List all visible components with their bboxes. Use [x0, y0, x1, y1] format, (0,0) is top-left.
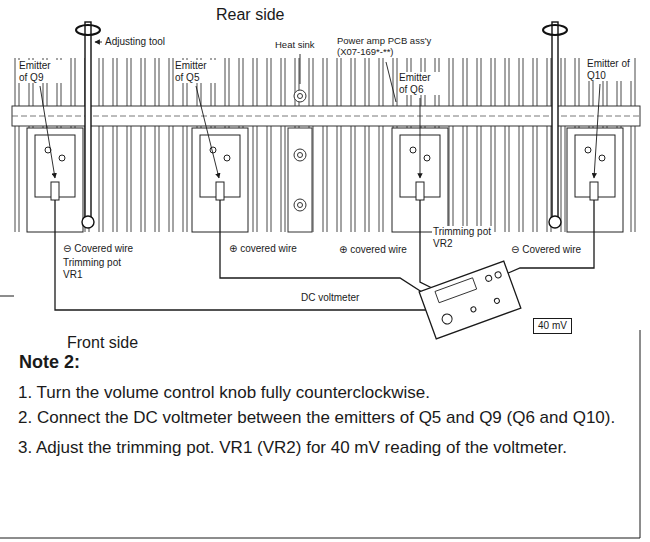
part-label: Adjusting tool	[104, 36, 166, 48]
pot-label: Trimming pot VR2	[432, 226, 494, 249]
note-frame	[0, 296, 640, 538]
value-box: 40 mV	[533, 318, 572, 334]
wire-label: ⊖ Covered wire	[62, 243, 134, 255]
heat-sink-fins	[12, 58, 640, 232]
side-label: Front side	[66, 334, 139, 352]
pot-label: Trimming pot VR1	[62, 257, 134, 280]
part-label: Power amp PCB ass'y (X07-169*-**)	[336, 36, 446, 58]
mount-screws	[288, 90, 312, 232]
heat-sink-base	[12, 106, 640, 126]
wire-label: ⊕ covered wire	[228, 243, 298, 255]
meter-label: DC voltmeter	[300, 292, 360, 304]
emitter-label: Emitter of Q9	[18, 60, 62, 83]
wire-label: ⊖ Covered wire	[510, 244, 582, 256]
wire-label: ⊕ covered wire	[338, 244, 408, 256]
adjusting-tool	[76, 22, 567, 228]
note-item: 2. Connect the DC voltmeter between the …	[18, 406, 630, 430]
note-item: 1. Turn the volume control knob fully co…	[18, 381, 630, 405]
emitter-label: Emitter of Q10	[586, 58, 634, 81]
note-item: 3. Adjust the trimming pot. VR1 (VR2) fo…	[18, 436, 630, 460]
leader-lines	[40, 42, 600, 178]
side-label: Rear side	[215, 6, 285, 24]
dc-voltmeter	[419, 261, 521, 339]
part-label: Heat sink	[274, 40, 316, 51]
power-transistors	[27, 128, 623, 232]
note-heading: Note 2:	[18, 352, 81, 373]
value-text: 40 mV	[538, 320, 567, 332]
emitter-label: Emitter of Q6	[398, 72, 442, 95]
test-clips	[51, 182, 598, 200]
emitter-label: Emitter of Q5	[174, 60, 218, 83]
